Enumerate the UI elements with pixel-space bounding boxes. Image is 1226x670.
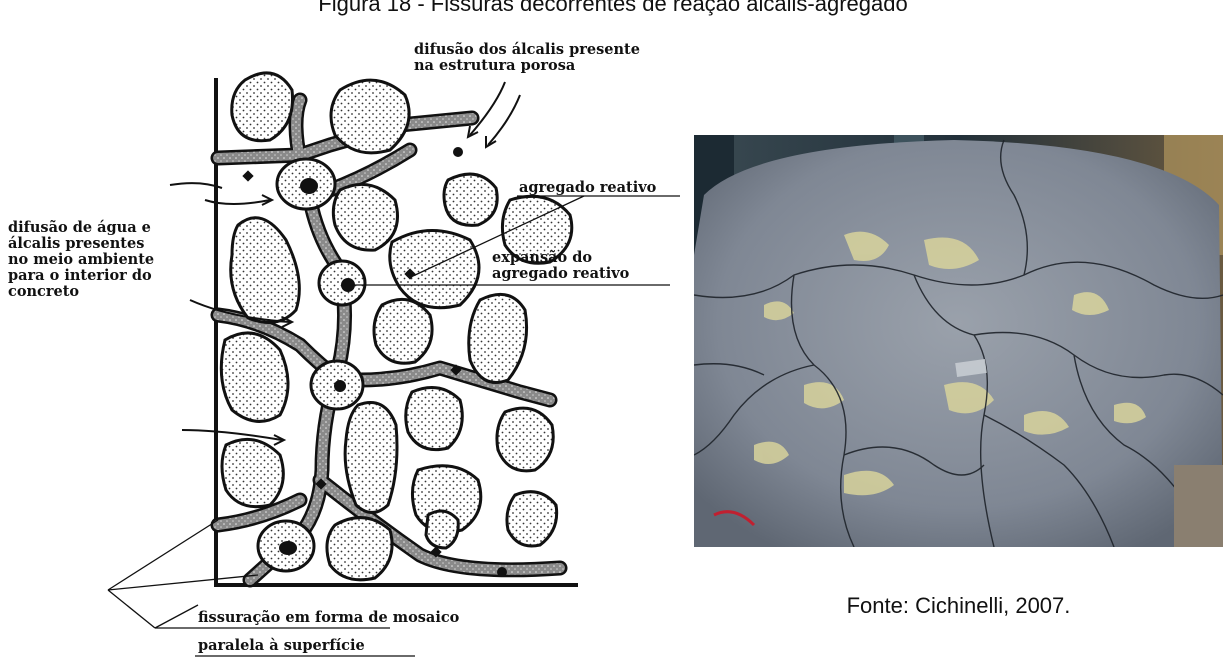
aggregate-particle — [497, 408, 553, 471]
aggregate-particle — [390, 230, 479, 307]
label-cracking-2: paralela à superfície — [198, 637, 365, 654]
reactive-aggregate-nucleus — [334, 380, 346, 392]
aggregate-particle — [406, 388, 463, 450]
label-water-1: difusão de água e — [8, 219, 151, 236]
label-water-3: no meio ambiente — [8, 251, 154, 268]
alkali-aggregate-diagram: difusão dos álcalis presente na estrutur… — [0, 0, 690, 670]
aggregate-particle — [333, 184, 397, 250]
aggregate-particle — [231, 218, 300, 323]
aggregate-particle — [469, 294, 527, 382]
aggregate-particle — [331, 80, 409, 153]
aggregate-particle — [232, 73, 293, 141]
figure-source: Fonte: Cichinelli, 2007. — [694, 593, 1223, 619]
aggregate-particle — [221, 333, 288, 421]
label-expansion-1: expansão do — [492, 249, 592, 266]
aggregate-particle — [345, 403, 397, 513]
aggregate-particle — [327, 518, 392, 580]
label-water-4: para o interior do — [8, 267, 152, 284]
label-alkali-diffusion-2: na estrutura porosa — [414, 57, 576, 74]
cracked-concrete-photo — [694, 135, 1223, 547]
reactive-aggregate-nucleus — [279, 541, 297, 555]
label-reactive-aggregate: agregado reativo — [519, 179, 657, 196]
aggregate-particle — [426, 511, 458, 548]
label-cracking-1: fissuração em forma de mosaico — [198, 609, 460, 626]
label-water-5: concreto — [8, 283, 79, 300]
concrete-slab — [694, 140, 1223, 547]
label-expansion-2: agregado reativo — [492, 265, 630, 282]
label-alkali-diffusion-1: difusão dos álcalis presente — [414, 41, 640, 58]
aggregate-particle — [507, 492, 557, 546]
aggregate-particle — [222, 439, 283, 506]
label-water-2: álcalis presentes — [8, 235, 144, 252]
aggregate-particle — [444, 174, 497, 225]
reactive-aggregate-nucleus — [300, 178, 318, 194]
aggregate-particle — [374, 299, 432, 363]
